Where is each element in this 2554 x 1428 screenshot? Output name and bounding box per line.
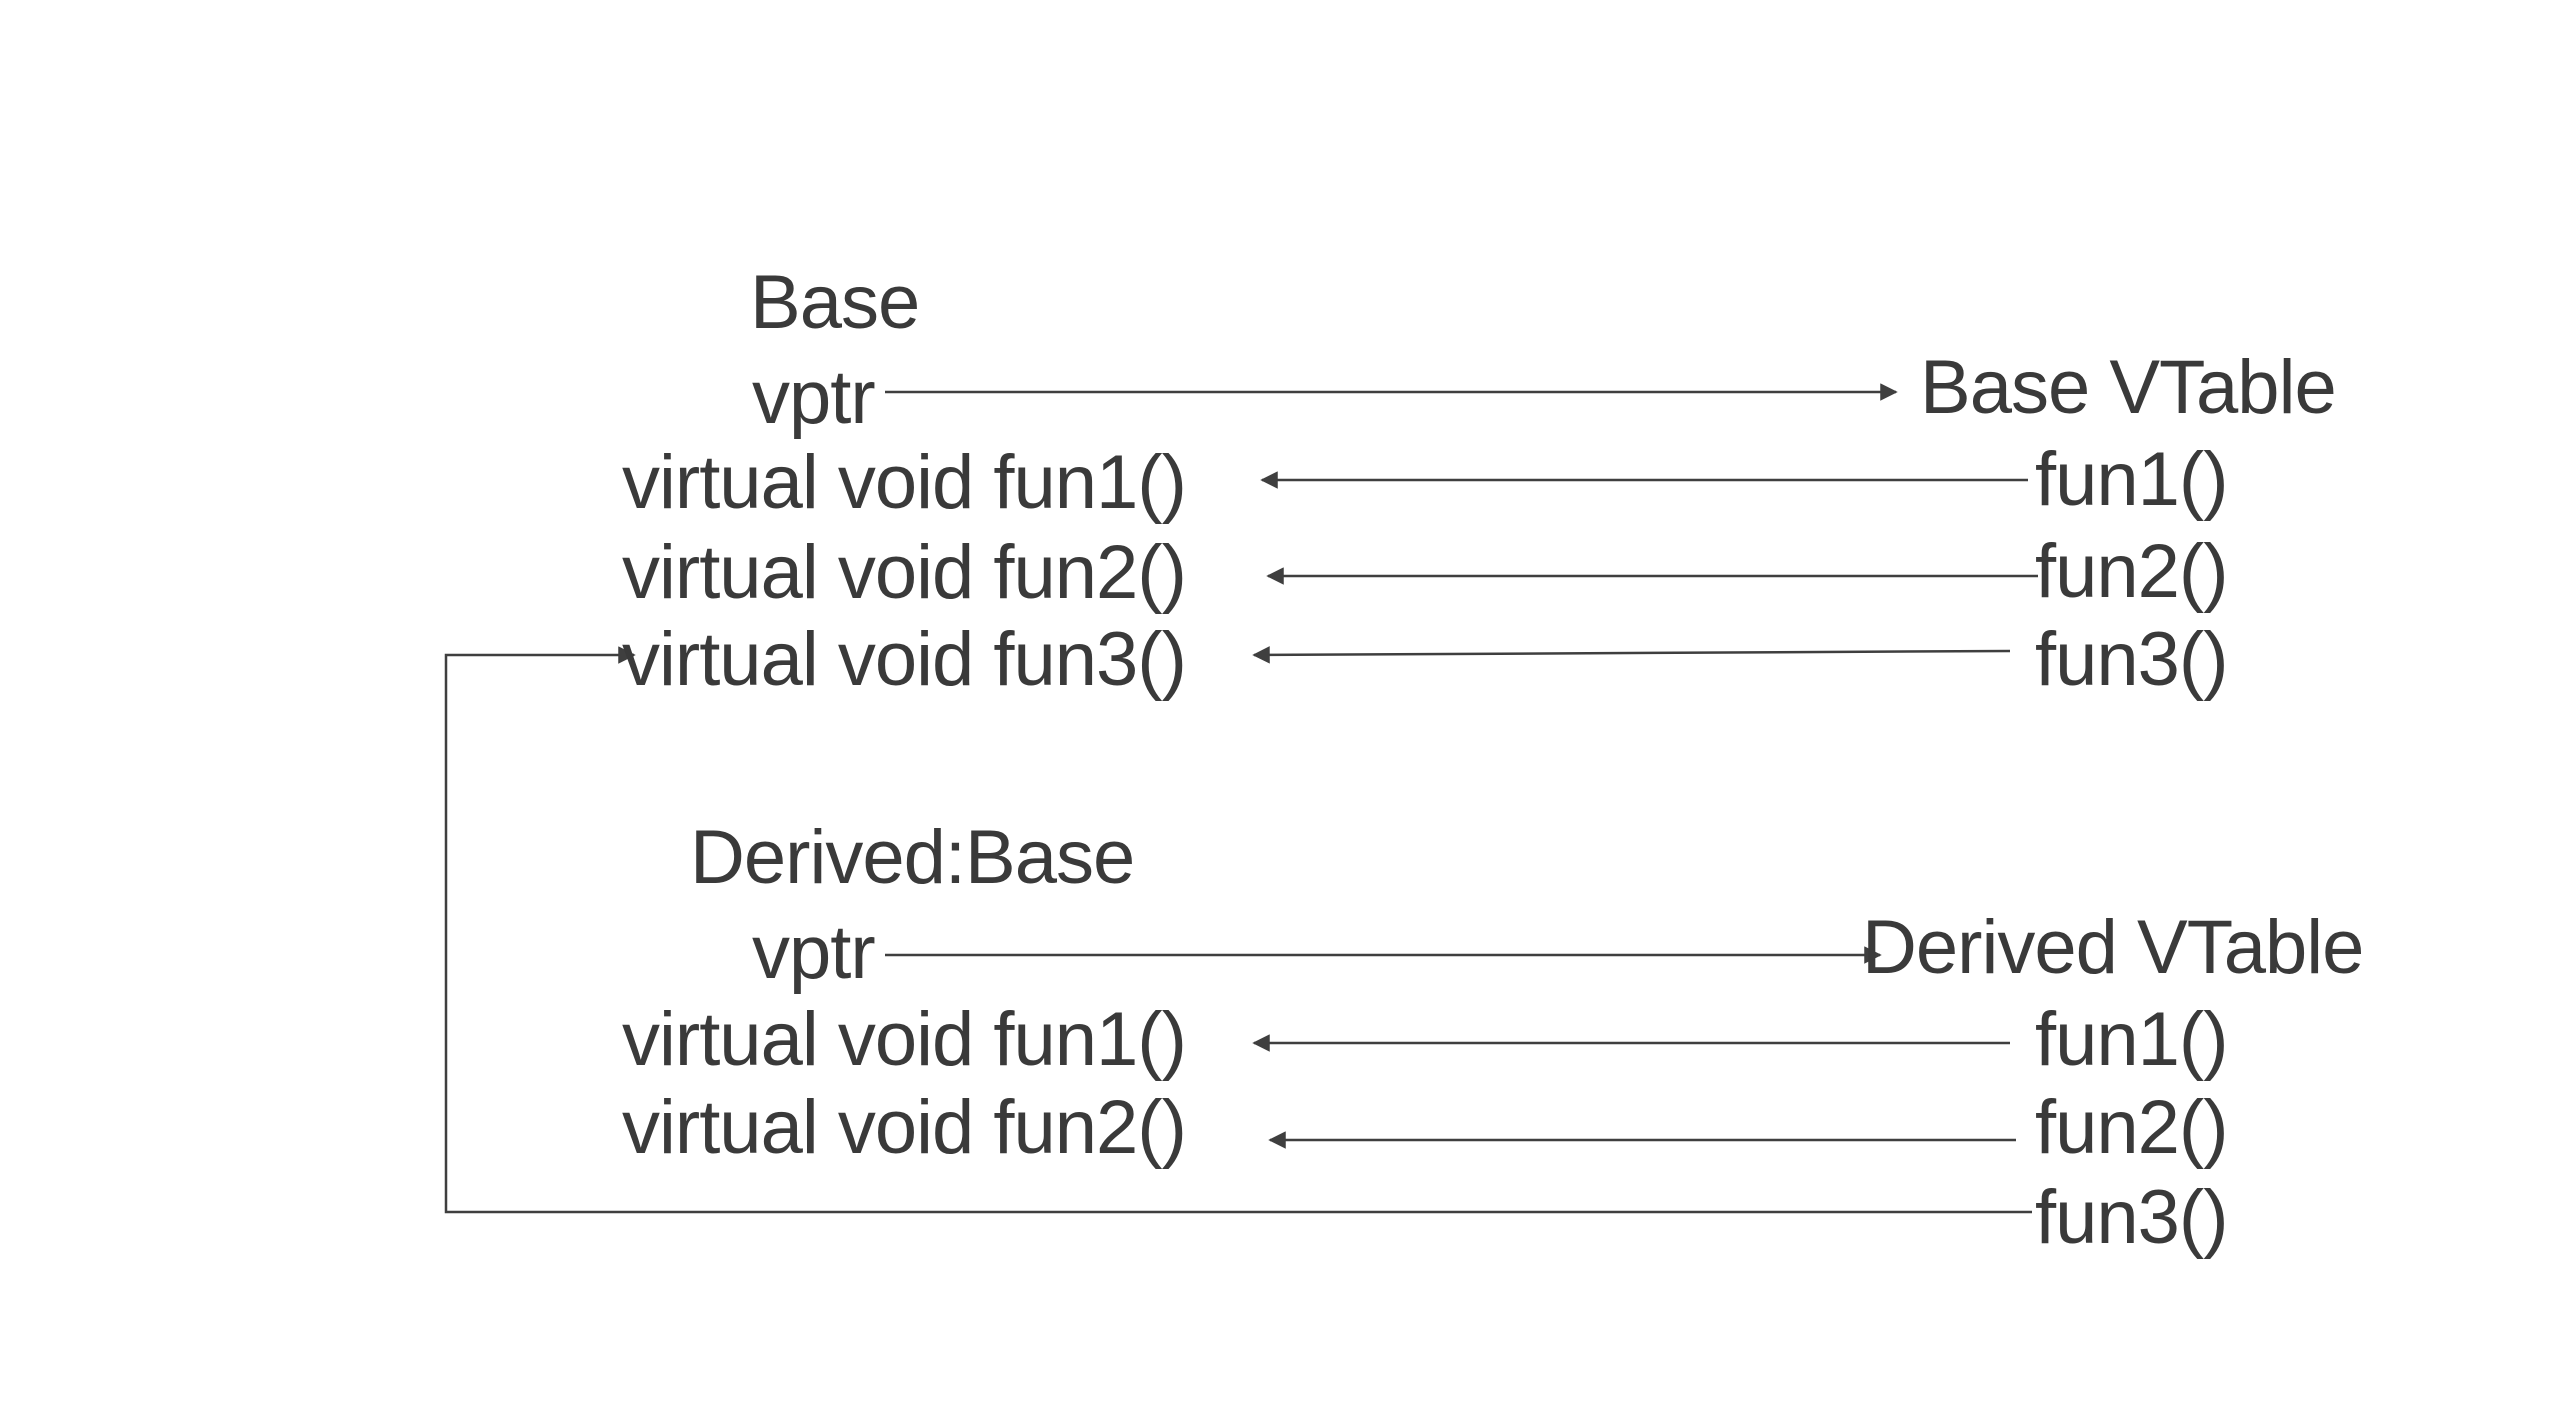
- derived-vtable-entry-fun3: fun3(): [2035, 1175, 2229, 1260]
- base-class-vptr-field: vptr: [752, 355, 876, 440]
- base-vtable-entry-fun1: fun1(): [2035, 437, 2229, 522]
- derived-vtable-entry-fun2: fun2(): [2035, 1085, 2229, 1170]
- base-vtable-entry-fun3: fun3(): [2035, 617, 2229, 702]
- arrow-base-vtable-fun3-to-base-fun3: [1252, 646, 2011, 664]
- derived-vtable-title: Derived VTable: [1862, 905, 2364, 990]
- base-class-method-fun2: virtual void fun2(): [622, 530, 1187, 615]
- base-class-title: Base: [750, 260, 920, 345]
- derived-class-title: Derived:Base: [690, 815, 1135, 900]
- base-vtable-entry-fun2: fun2(): [2035, 529, 2229, 614]
- derived-vtable-entry-fun1: fun1(): [2035, 997, 2229, 1082]
- base-vtable-title: Base VTable: [1920, 345, 2337, 430]
- arrow-derived-vtable-fun3-to-base-fun3: [444, 646, 2032, 1214]
- derived-class-method-fun2: virtual void fun2(): [622, 1085, 1187, 1170]
- base-class-method-fun1: virtual void fun1(): [622, 440, 1187, 525]
- derived-class-vptr-field: vptr: [752, 910, 876, 995]
- base-class-method-fun3: virtual void fun3(): [622, 617, 1187, 702]
- derived-class-method-fun1: virtual void fun1(): [622, 997, 1187, 1082]
